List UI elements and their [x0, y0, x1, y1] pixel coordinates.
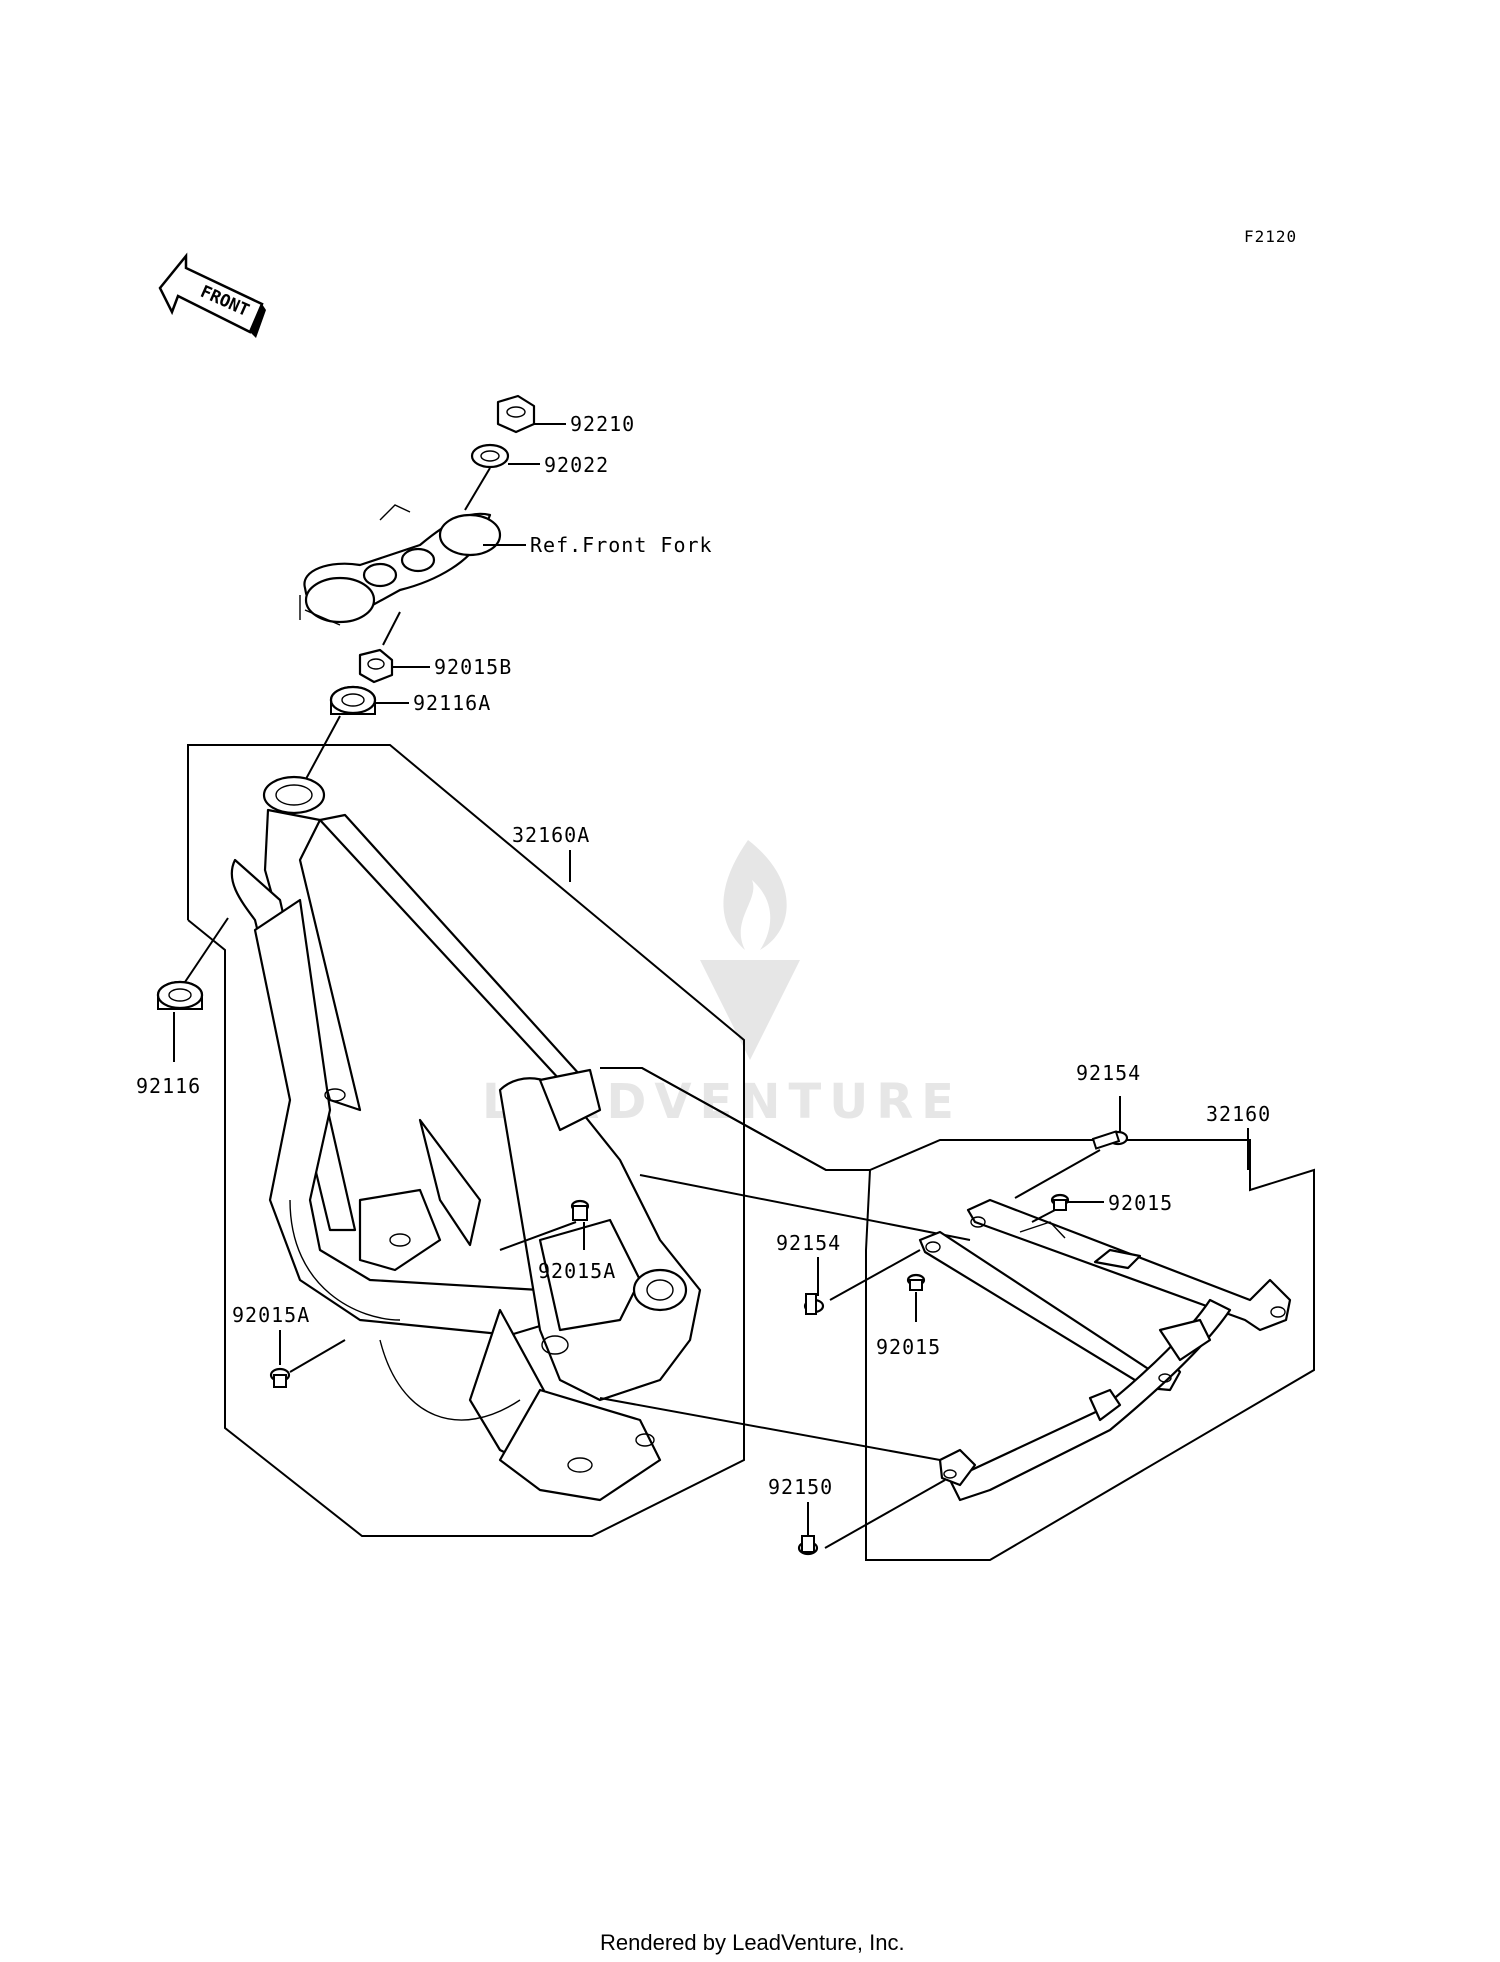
- nut-92015B-icon: [358, 648, 394, 684]
- bolt-92015-lower-icon: [906, 1273, 926, 1291]
- nut-92210-icon: [496, 394, 536, 434]
- label-92022: 92022: [544, 453, 609, 477]
- washer-92022-icon: [470, 443, 510, 469]
- label-92015-right: 92015: [1108, 1191, 1173, 1215]
- label-92150: 92150: [768, 1475, 833, 1499]
- front-arrow-icon: FRONT: [158, 252, 266, 338]
- label-92015-lower: 92015: [876, 1335, 941, 1359]
- sub-frame-icon: [918, 1198, 1292, 1502]
- main-frame-icon: [230, 775, 702, 1502]
- label-ref-front-fork: Ref.Front Fork: [530, 533, 713, 557]
- label-92154-left: 92154: [776, 1231, 841, 1255]
- label-92116A: 92116A: [413, 691, 491, 715]
- bolt-92015-right-icon: [1050, 1193, 1070, 1211]
- diagram-code: F2120: [1244, 227, 1297, 246]
- label-32160A: 32160A: [512, 823, 590, 847]
- label-92015A-left: 92015A: [232, 1303, 310, 1327]
- bolt-92154-left-icon: [803, 1293, 825, 1315]
- label-92015B: 92015B: [434, 655, 512, 679]
- label-92116: 92116: [136, 1074, 201, 1098]
- triple-clamp-icon: [299, 504, 502, 626]
- bearing-92116-icon: [156, 980, 204, 1010]
- label-32160: 32160: [1206, 1102, 1271, 1126]
- bolt-92154-top-icon: [1091, 1130, 1129, 1150]
- bolt-92015A-center-icon: [570, 1199, 590, 1221]
- bolt-92150-icon: [797, 1535, 819, 1556]
- bearing-92116A-icon: [329, 685, 377, 715]
- bolt-92015A-left-icon: [269, 1367, 291, 1388]
- label-92015A-center: 92015A: [538, 1259, 616, 1283]
- label-92154-top: 92154: [1076, 1061, 1141, 1085]
- footer-credit: Rendered by LeadVenture, Inc.: [600, 1930, 905, 1955]
- label-92210: 92210: [570, 412, 635, 436]
